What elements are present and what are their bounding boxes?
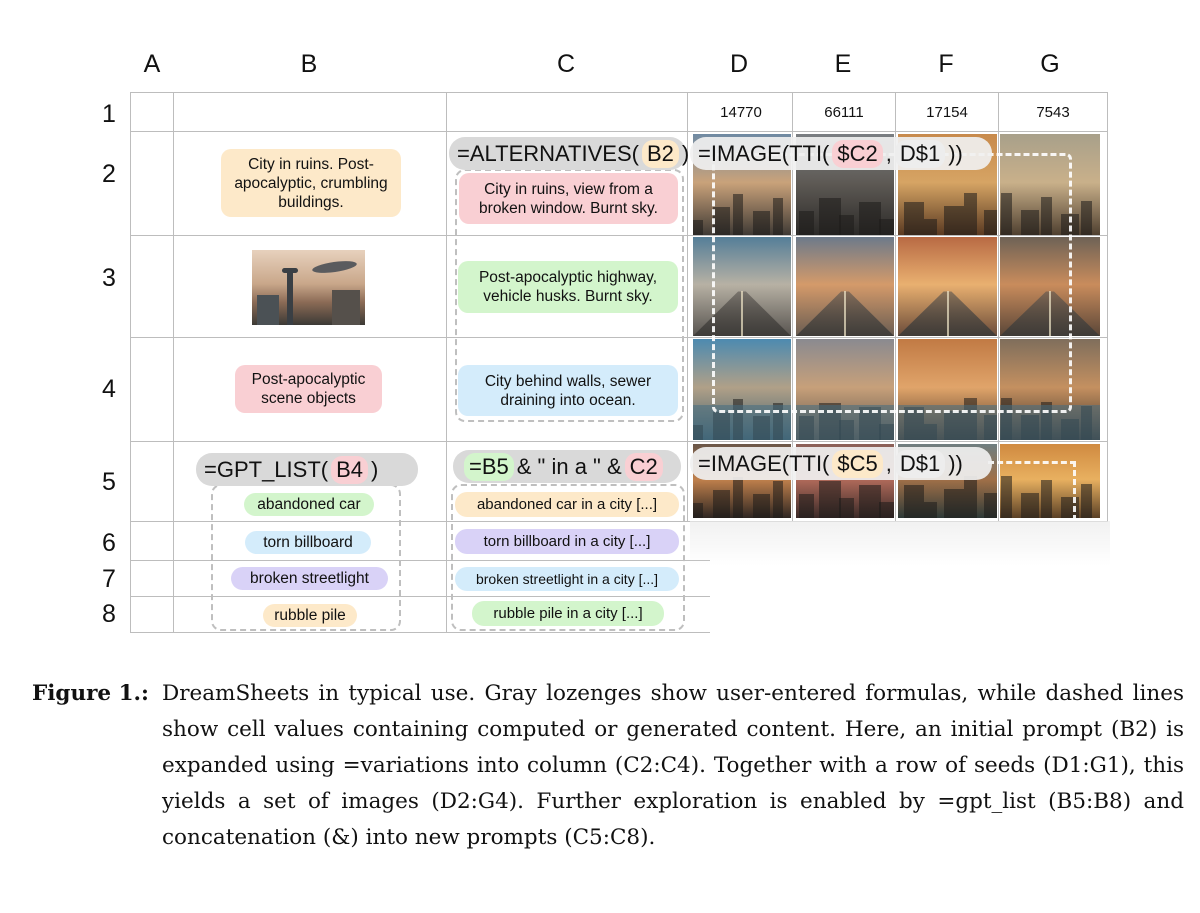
column-header-f: F bbox=[938, 50, 954, 78]
formula-ref-c2: $C2 bbox=[832, 139, 883, 168]
formula-concatenation: =B5 & " in a " & C2 bbox=[453, 450, 681, 483]
formula-function-name: =GPT_LIST( bbox=[204, 456, 329, 482]
row-header-8: 8 bbox=[102, 600, 116, 628]
formula-gpt-list: =GPT_LIST( B4 ) bbox=[196, 453, 418, 486]
formula-close: )) bbox=[948, 450, 963, 476]
formula-close: )) bbox=[948, 140, 963, 166]
row-header-2: 2 bbox=[102, 160, 116, 188]
generated-image-E3 bbox=[796, 237, 894, 336]
concat-prompt-c5: abandoned car in a city [...] bbox=[455, 492, 679, 517]
column-header-b: B bbox=[300, 50, 318, 78]
formula-close: ) bbox=[681, 140, 690, 166]
formula-image-row-2: =IMAGE(TTI( $C2 , D$1 )) bbox=[690, 137, 992, 170]
column-header-g: G bbox=[1040, 50, 1060, 78]
computed-range-d5-g5 bbox=[988, 461, 1076, 521]
seed-e1: 66111 bbox=[824, 104, 864, 121]
generated-image-F3 bbox=[898, 237, 997, 336]
formula-ref-b2: B2 bbox=[641, 139, 679, 168]
row-header-6: 6 bbox=[102, 529, 116, 557]
prompt-cell-c4: City behind walls, sewer draining into o… bbox=[458, 365, 678, 416]
formula-ref-d1: D$1 bbox=[894, 449, 946, 478]
formula-concat-operator: & " in a " & bbox=[516, 453, 622, 479]
seed-g1: 7543 bbox=[1036, 104, 1070, 121]
formula-function-name: =IMAGE(TTI( bbox=[698, 450, 830, 476]
generated-image-D3 bbox=[693, 237, 791, 336]
column-header-c: C bbox=[556, 50, 576, 78]
formula-ref-b4: B4 bbox=[331, 455, 369, 484]
formula-function-name: =ALTERNATIVES( bbox=[457, 140, 639, 166]
formula-ref-c5: $C5 bbox=[832, 449, 883, 478]
computed-range-d2-g4 bbox=[712, 153, 1072, 413]
list-item-b8: rubble pile bbox=[263, 604, 357, 627]
prompt-cell-c3: Post-apocalyptic highway, vehicle husks.… bbox=[458, 261, 678, 313]
generated-image-G2 bbox=[1000, 134, 1100, 235]
computed-range-c2-c4 bbox=[455, 169, 684, 422]
list-item-b7: broken streetlight bbox=[231, 567, 388, 590]
column-header-e: E bbox=[834, 50, 852, 78]
formula-ref-c2: C2 bbox=[624, 452, 663, 481]
list-item-b5: abandoned car bbox=[244, 493, 374, 516]
row-header-3: 3 bbox=[102, 264, 116, 292]
formula-ref-b5: =B5 bbox=[464, 452, 514, 481]
computed-range-c5-c8 bbox=[451, 484, 685, 631]
seed-f1: 17154 bbox=[926, 104, 968, 121]
caption-label: Figure 1.: bbox=[32, 681, 149, 706]
row-header-5: 5 bbox=[102, 468, 116, 496]
formula-separator: , bbox=[885, 450, 892, 476]
formula-image-row-5: =IMAGE(TTI( $C5 , D$1 )) bbox=[690, 447, 992, 480]
formula-separator: , bbox=[885, 140, 892, 166]
row-header-1: 1 bbox=[102, 100, 116, 128]
column-header-d: D bbox=[729, 50, 749, 78]
row-5-fade bbox=[690, 521, 1110, 566]
formula-alternatives: =ALTERNATIVES( B2 ) bbox=[449, 137, 690, 170]
formula-close: ) bbox=[371, 456, 379, 482]
prompt-cell-b4: Post-apocalyptic scene objects bbox=[235, 365, 382, 413]
column-header-a: A bbox=[143, 50, 161, 78]
reference-image-b3 bbox=[252, 250, 365, 325]
generated-image-G3 bbox=[1000, 237, 1100, 336]
caption-text: DreamSheets in typical use. Gray lozenge… bbox=[162, 681, 1184, 850]
list-item-b6: torn billboard bbox=[245, 531, 371, 554]
formula-ref-d1: D$1 bbox=[894, 139, 946, 168]
concat-prompt-c8: rubble pile in a city [...] bbox=[472, 601, 664, 626]
concat-prompt-c6: torn billboard in a city [...] bbox=[455, 529, 679, 554]
concat-prompt-c7: broken streetlight in a city [...] bbox=[455, 567, 679, 591]
generated-image-G5 bbox=[1000, 444, 1100, 518]
prompt-cell-c2: City in ruins, view from a broken window… bbox=[459, 173, 678, 224]
row-header-4: 4 bbox=[102, 375, 116, 403]
formula-function-name: =IMAGE(TTI( bbox=[698, 140, 830, 166]
row-header-7: 7 bbox=[102, 565, 116, 593]
seed-d1: 14770 bbox=[720, 104, 762, 121]
generated-image-E5 bbox=[796, 444, 894, 518]
prompt-cell-b2: City in ruins. Post-apocalyptic, crumbli… bbox=[221, 149, 401, 217]
